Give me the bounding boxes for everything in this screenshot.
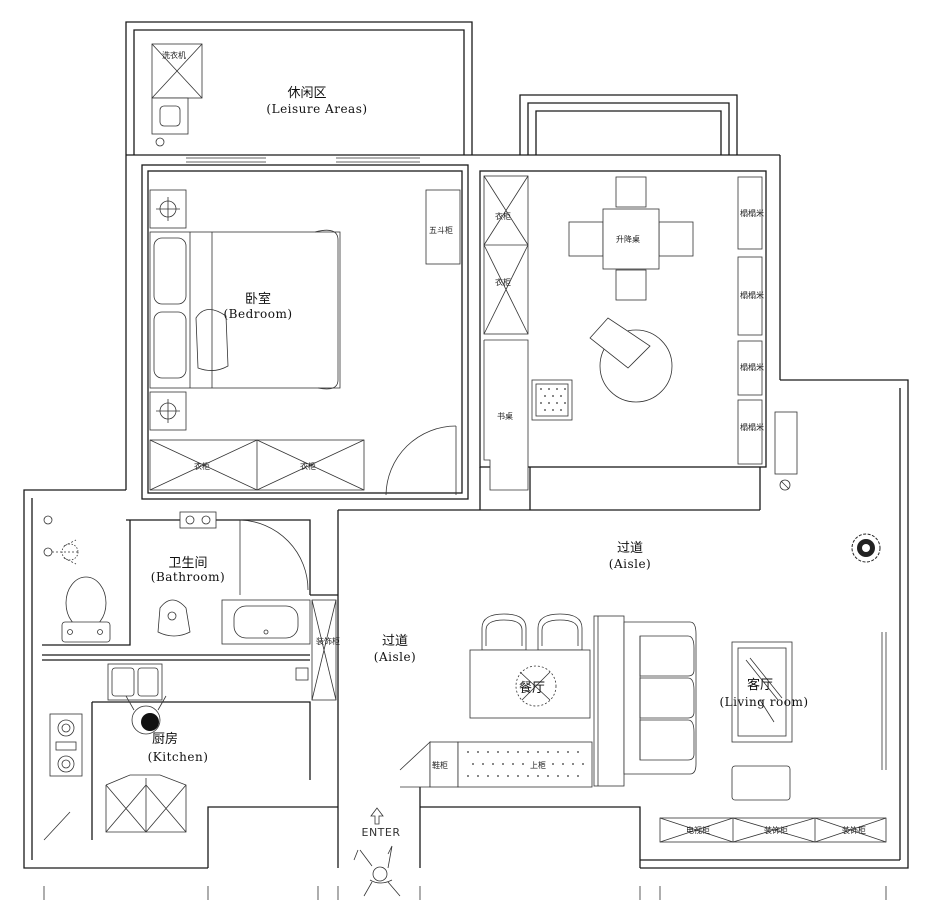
arrow-up-icon: [370, 807, 384, 825]
tatami-label-4: 榻榻米: [740, 422, 764, 432]
bathroom-subtitle: (Bathroom): [151, 570, 225, 584]
tv-left-label: 电视柜: [686, 825, 710, 835]
partition-cabinet: [593, 615, 625, 787]
tv-mid-label: 装饰柜: [764, 825, 788, 835]
enter-label: ENTER: [362, 826, 401, 839]
decor-cabinet-label: 装饰柜: [316, 636, 340, 646]
plant-icon: [851, 533, 881, 563]
leisure-area: 洗衣机 休闲区 (Leisure Areas): [151, 43, 367, 147]
shoe-cabinet-label: 鞋柜: [432, 760, 448, 770]
shoe-cabinet: [429, 741, 459, 788]
study-wardrobe-label-1: 衣柜: [495, 211, 511, 221]
study-room: 衣柜 衣柜 书桌 升降桌 榻榻米 榻榻米 榻榻米 榻榻米: [483, 175, 791, 491]
aisle-right-subtitle: (Aisle): [609, 557, 651, 571]
study-desk: [483, 339, 529, 491]
living-subtitle: (Living room): [719, 695, 808, 709]
bathroom-title: 卫生间: [168, 556, 207, 571]
dimension-ticks: [43, 886, 887, 900]
ottoman: [531, 379, 573, 421]
leisure-title: 休闲区: [287, 86, 326, 101]
person-icon: [353, 845, 401, 897]
kitchen-subtitle: (Kitchen): [148, 750, 209, 764]
tatami-label-3: 榻榻米: [740, 362, 764, 372]
aisle-left-title: 过道: [382, 634, 408, 649]
living-title: 客厅: [747, 677, 773, 693]
coffee-table: [731, 641, 793, 743]
kitchen: 厨房 (Kitchen): [43, 663, 309, 841]
living-ottoman: [731, 765, 791, 801]
bedroom-subtitle: (Bedroom): [223, 307, 292, 321]
interior-walls: [42, 157, 887, 840]
desk-label: 书桌: [497, 411, 513, 421]
study-wardrobe: [483, 175, 529, 335]
living-room: 电视柜 装饰柜 装饰柜 客厅 (Living room): [593, 533, 887, 843]
study-wardrobe-label-2: 衣柜: [495, 277, 511, 287]
tatami-label-1: 榻榻米: [740, 208, 764, 218]
dining-area: 过道 (Aisle) 过道 (Aisle) 餐厅 鞋柜 上柜: [374, 541, 651, 788]
toilet: [65, 576, 107, 630]
tv-right-label: 装饰柜: [842, 825, 866, 835]
gas-stove: [49, 713, 83, 777]
upper-cabinet-label: 上柜: [530, 760, 546, 770]
sofa: [623, 621, 697, 775]
tatami-label-2: 榻榻米: [740, 290, 764, 300]
dining-table: [469, 649, 591, 719]
dresser: [425, 189, 461, 265]
kitchen-title: 厨房: [152, 731, 178, 747]
bedroom: 五斗柜 衣柜 衣柜 卧室 (Bedroom): [149, 189, 461, 496]
wardrobe-label-1: 衣柜: [194, 461, 210, 471]
lift-table: [602, 208, 660, 270]
washer-label: 洗衣机: [162, 50, 186, 60]
dining-title: 餐厅: [519, 680, 545, 696]
leisure-subtitle: (Leisure Areas): [266, 102, 367, 116]
lift-table-label: 升降桌: [616, 234, 640, 244]
shoe-bench: [457, 741, 593, 788]
entrance: ENTER: [353, 807, 401, 897]
aisle-left-subtitle: (Aisle): [374, 650, 416, 664]
bedroom-title: 卧室: [245, 291, 271, 307]
wardrobe-label-2: 衣柜: [300, 461, 316, 471]
exterior-walls: [23, 21, 909, 869]
aisle-right-title: 过道: [617, 541, 643, 556]
vanity-basin: [221, 599, 311, 645]
dresser-label: 五斗柜: [429, 225, 453, 235]
bathroom: 装饰柜 卫生间 (Bathroom): [43, 511, 340, 701]
kitchen-sink: [107, 663, 163, 701]
